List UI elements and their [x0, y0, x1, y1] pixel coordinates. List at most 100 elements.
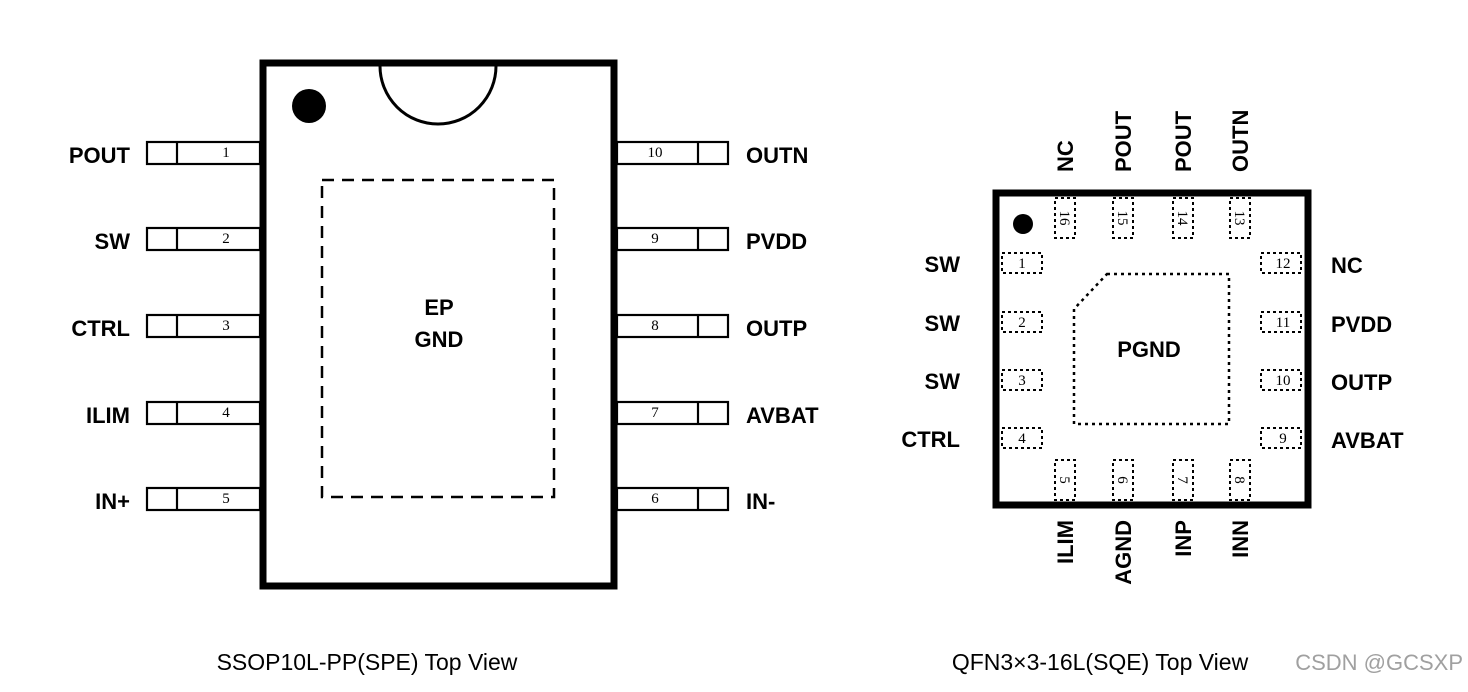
- ssop-body: [259, 59, 618, 590]
- ssop-pin-name: OUTN: [746, 143, 808, 168]
- ssop-pin-number: 10: [648, 145, 663, 161]
- qfn-pin-name: SW: [925, 252, 961, 277]
- ssop-pin-lead: [145, 400, 262, 426]
- qfn-pin-number: 11: [1276, 315, 1290, 331]
- qfn-pin-name: INN: [1228, 520, 1253, 558]
- qfn-pin-pad: [1260, 369, 1302, 391]
- ssop-pad-label-2: GND: [415, 327, 464, 352]
- ssop-pin-2: 2 SW: [95, 226, 262, 254]
- ssop-pin-name: PVDD: [746, 229, 807, 254]
- qfn-pin-number: 2: [1018, 315, 1026, 331]
- ssop-pin-lead: [615, 226, 730, 252]
- qfn-pin-number: 13: [1231, 211, 1247, 226]
- qfn-pin-number: 6: [1114, 476, 1130, 484]
- qfn-pin-number: 4: [1018, 431, 1026, 447]
- qfn-pin-name: SW: [925, 369, 961, 394]
- qfn-pad-label: PGND: [1117, 337, 1181, 362]
- ssop-pin-5: 5 IN+: [95, 486, 262, 514]
- qfn-pin-pad: [1260, 252, 1302, 274]
- ssop-pin-number: 8: [651, 318, 659, 334]
- qfn-pin-name: AGND: [1111, 520, 1136, 585]
- qfn-body: [992, 189, 1312, 509]
- ssop-caption: SSOP10L-PP(SPE) Top View: [217, 649, 518, 675]
- ssop-pin-number: 7: [651, 405, 659, 421]
- qfn-pins: 16NC15POUT14POUT13OUTN5ILIM6AGND7INP8INN…: [901, 110, 1404, 585]
- qfn-pin-1: 1 SW: [925, 252, 1043, 277]
- qfn-pin-number: 10: [1276, 373, 1291, 389]
- qfn-pin-2: 2 SW: [925, 311, 1043, 336]
- qfn-pin-pad: [1260, 311, 1302, 333]
- qfn-pin-number: 5: [1056, 476, 1072, 484]
- qfn-pin-name: NC: [1053, 140, 1078, 172]
- qfn-pin-pad: [1260, 427, 1302, 449]
- ssop-pin-lead: [145, 313, 262, 339]
- watermark: CSDN @GCSXP: [1295, 650, 1463, 675]
- ssop-pin-10: 10 OUTN: [615, 140, 808, 168]
- ssop-pin-lead: [615, 486, 730, 512]
- qfn-pin-name: POUT: [1171, 110, 1196, 172]
- qfn-pin-name: SW: [925, 311, 961, 336]
- qfn-pin-name: INP: [1171, 520, 1196, 557]
- qfn-pin-15: 15 POUT: [1111, 110, 1136, 239]
- qfn-package: PGND 16NC15POUT14POUT13OUTN5ILIM6AGND7IN…: [901, 110, 1404, 675]
- qfn-pin-pad: [1001, 427, 1043, 449]
- ssop-pin-lead: [145, 226, 262, 252]
- ssop-notch: [378, 65, 498, 126]
- qfn-pin-pad: [1001, 311, 1043, 333]
- qfn-pin-10: 10 OUTP: [1260, 369, 1392, 395]
- qfn-pin-16: 16 NC: [1053, 140, 1078, 239]
- qfn-pin-number: 16: [1056, 211, 1072, 227]
- ssop-pin-number: 2: [222, 231, 230, 247]
- ssop-pin1-dot: [292, 89, 326, 123]
- qfn-pin-number: 9: [1279, 431, 1287, 447]
- qfn-caption: QFN3×3-16L(SQE) Top View: [952, 649, 1249, 675]
- qfn-pin-12: 12 NC: [1260, 252, 1363, 278]
- ssop-pin-name: ILIM: [86, 403, 130, 428]
- qfn-pin1-dot: [1013, 214, 1033, 234]
- ssop-pin-lead: [615, 313, 730, 339]
- ssop-pin-name: OUTP: [746, 316, 807, 341]
- ssop-pin-name: IN+: [95, 489, 130, 514]
- qfn-pin-11: 11 PVDD: [1260, 311, 1392, 337]
- qfn-pin-4: 4 CTRL: [901, 427, 1043, 452]
- qfn-pin-number: 1: [1018, 256, 1026, 272]
- qfn-pin-name: POUT: [1111, 110, 1136, 172]
- ssop-pin-3: 3 CTRL: [71, 313, 262, 341]
- qfn-pin-number: 12: [1276, 256, 1291, 272]
- qfn-pin-name: CTRL: [901, 427, 960, 452]
- ssop-pin-number: 3: [222, 318, 230, 334]
- ssop-pin-lead: [145, 140, 262, 166]
- qfn-pin-name: PVDD: [1331, 312, 1392, 337]
- ssop-pin-name: CTRL: [71, 316, 130, 341]
- ssop-pin-name: SW: [95, 229, 131, 254]
- ssop-pin-lead: [615, 400, 730, 426]
- qfn-pin-number: 7: [1174, 476, 1190, 484]
- ssop-pin-8: 8 OUTP: [615, 313, 807, 341]
- ssop-exposed-pad: [320, 178, 556, 499]
- ssop-pad-label-1: EP: [424, 295, 453, 320]
- qfn-pin-name: AVBAT: [1331, 428, 1404, 453]
- qfn-pin-3: 3SW: [925, 369, 1043, 394]
- qfn-pin-number: 15: [1114, 211, 1130, 226]
- ssop-pin-lead: [145, 486, 262, 512]
- qfn-pin-number: 8: [1231, 476, 1247, 484]
- ssop-pin-number: 5: [222, 491, 230, 507]
- ssop-pin-number: 6: [651, 491, 659, 507]
- qfn-pin-name: OUTP: [1331, 370, 1392, 395]
- qfn-pin-name: NC: [1331, 253, 1363, 278]
- ssop-pin-name: IN-: [746, 489, 775, 514]
- ssop-pin-name: POUT: [69, 143, 131, 168]
